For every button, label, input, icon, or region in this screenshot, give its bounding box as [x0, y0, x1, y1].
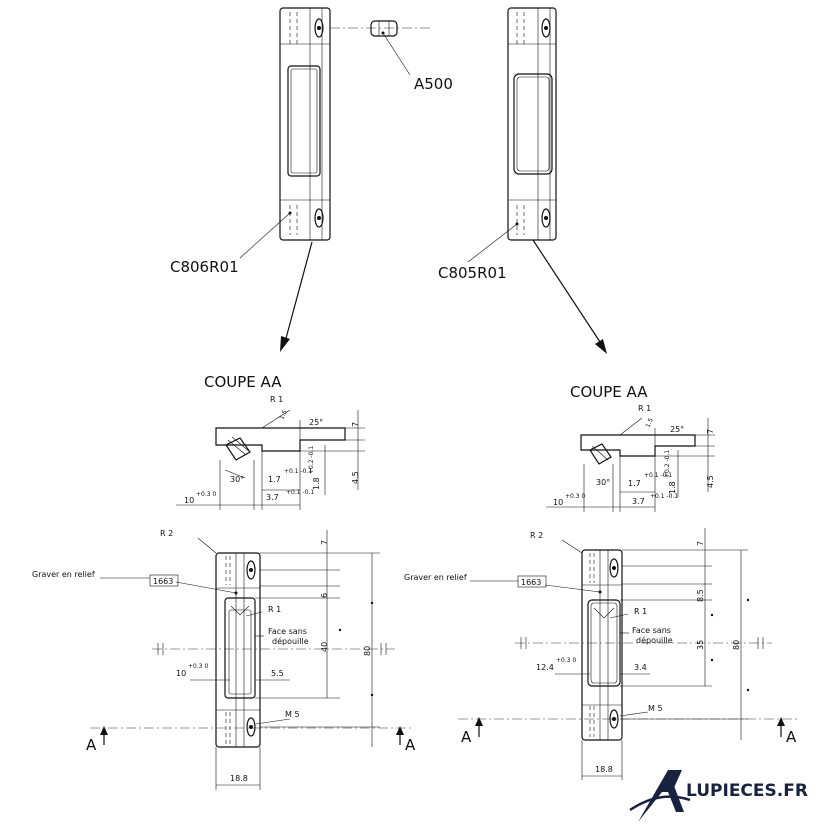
dim-label: 7 — [351, 422, 360, 427]
dim-label: 1.5 — [278, 409, 288, 421]
alupieces-logo[interactable]: LUPIECES.FR — [629, 770, 808, 822]
face-note: Face sans — [632, 626, 671, 635]
dim-label: 10 — [553, 498, 563, 507]
dim-label: 35 — [696, 640, 705, 650]
section-aa-title-left: COUPE AA — [204, 373, 282, 391]
tol-label: +0.1 -0.1 — [644, 472, 672, 479]
part-c805r01-top-view — [507, 7, 557, 241]
section-marker: A — [86, 736, 97, 754]
tol-label: +0.3 0 — [556, 657, 576, 664]
engrave-code: 1663 — [153, 577, 173, 586]
engrave-note: Graver en relief — [404, 573, 467, 582]
dim-label: 1.7 — [628, 479, 641, 488]
section-aa-title-right: COUPE AA — [570, 383, 648, 401]
dim-label: 7 — [706, 429, 715, 434]
section-marker: A — [786, 728, 797, 746]
logo-text: LUPIECES.FR — [686, 781, 808, 801]
dim-label: 7 — [320, 540, 329, 545]
dim-label: 40 — [320, 642, 329, 652]
right-detail-view — [458, 528, 800, 780]
width-label: 18.8 — [230, 774, 248, 783]
dim-label: 1.8 — [312, 477, 321, 490]
thread-label: M 5 — [648, 704, 663, 713]
face-note: dépouille — [636, 635, 673, 645]
face-note: dépouille — [272, 636, 309, 646]
tol-label: +0.1 -0.1 — [286, 489, 314, 496]
dim-label: 12.4 — [536, 663, 554, 672]
radius-label: R 2 — [160, 529, 173, 538]
width-label: 18.8 — [595, 765, 613, 774]
arrow-down-icon — [595, 339, 607, 354]
tol-label: +0.3 0 — [188, 663, 208, 670]
tol-label: +0.1 -0.1 — [650, 493, 678, 500]
radius-label: R 1 — [268, 605, 281, 614]
angle-label: 30° — [596, 478, 610, 487]
dim-label: 80 — [363, 646, 372, 656]
radius-label: R 1 — [270, 395, 283, 404]
angle-label: 30° — [230, 475, 244, 484]
dim-label: 10 — [184, 496, 194, 505]
dim-label: 3.7 — [632, 497, 645, 506]
radius-label: R 1 — [638, 404, 651, 413]
angle-label: 25° — [670, 425, 684, 434]
dim-label: 6 — [320, 593, 329, 598]
dim-label: 4.5 — [706, 475, 715, 488]
dim-label: 80 — [732, 640, 741, 650]
dim-label: 3.4 — [634, 663, 647, 672]
tol-label: +0.2 -0.1 — [308, 446, 315, 474]
section-marker: A — [461, 728, 472, 746]
dim-label: 7 — [696, 541, 705, 546]
part-c806r01-label: C806R01 — [170, 258, 239, 276]
dim-label: 3.7 — [266, 493, 279, 502]
tol-label: +0.2 -0.1 — [664, 450, 671, 478]
dim-label: 1.7 — [268, 475, 281, 484]
thread-label: M 5 — [285, 710, 300, 719]
arrow-down-icon — [280, 336, 290, 352]
screw-a500-label: A500 — [414, 75, 453, 93]
face-note: Face sans — [268, 627, 307, 636]
tol-label: +0.1 -0.1 — [284, 468, 312, 475]
engrave-code: 1663 — [521, 578, 541, 587]
tol-label: +0.3 0 — [565, 493, 585, 500]
radius-label: R 2 — [530, 531, 543, 540]
dim-label: 10 — [176, 669, 186, 678]
angle-label: 25° — [309, 418, 323, 427]
dim-label: 1.5 — [644, 417, 654, 429]
dim-label: 5.5 — [271, 669, 284, 678]
screw-a500 — [330, 20, 430, 76]
part-c806r01-top-view — [279, 7, 331, 241]
dim-label: 8.5 — [696, 589, 705, 602]
left-detail-view — [90, 530, 412, 790]
engrave-note: Graver en relief — [32, 570, 95, 579]
section-aa-right — [546, 417, 715, 512]
part-c805r01-label: C805R01 — [438, 264, 507, 282]
dim-label: 4.5 — [351, 471, 360, 484]
tol-label: +0.3 0 — [196, 491, 216, 498]
section-marker: A — [405, 736, 416, 754]
dim-label: 1.8 — [668, 481, 677, 494]
section-aa-left — [176, 409, 365, 510]
radius-label: R 1 — [634, 607, 647, 616]
